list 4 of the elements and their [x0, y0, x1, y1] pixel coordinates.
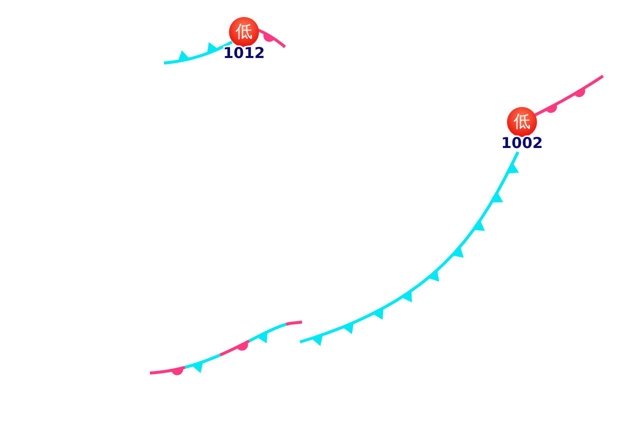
pressure-value: 1002	[501, 135, 543, 151]
low-pressure-marker: 低	[507, 107, 537, 137]
low-pressure-marker: 低	[229, 17, 259, 47]
pressure-value: 1012	[223, 45, 265, 61]
